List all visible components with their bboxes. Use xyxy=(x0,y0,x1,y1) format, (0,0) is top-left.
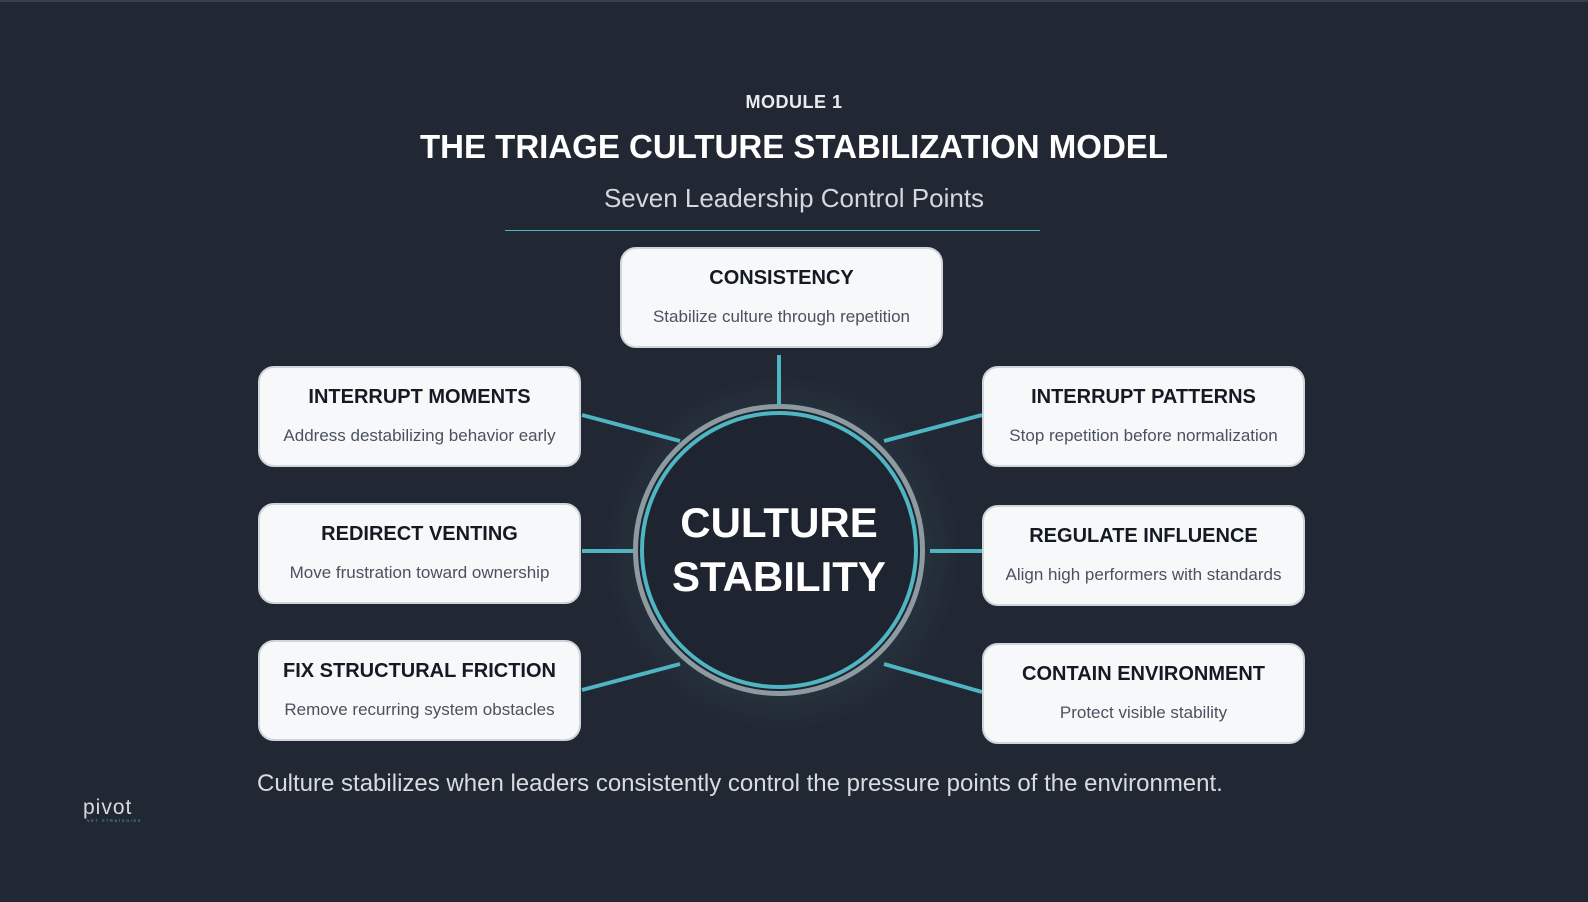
center-circle: CULTURE STABILITY xyxy=(640,411,918,689)
connector-right-upper xyxy=(883,413,983,443)
top-border xyxy=(0,0,1588,2)
card-interrupt-patterns: INTERRUPT PATTERNS Stop repetition befor… xyxy=(982,366,1305,467)
card-description: Address destabilizing behavior early xyxy=(283,426,556,445)
card-description: Move frustration toward ownership xyxy=(289,563,550,582)
center-label-line1: CULTURE xyxy=(680,499,878,546)
card-description: Stabilize culture through repetition xyxy=(652,307,911,326)
card-title: CONTAIN ENVIRONMENT xyxy=(1022,663,1265,685)
card-title: INTERRUPT MOMENTS xyxy=(308,386,531,408)
card-title: FIX STRUCTURAL FRICTION xyxy=(283,660,556,682)
connector-left-lower xyxy=(581,662,681,692)
card-interrupt-moments: INTERRUPT MOMENTS Address destabilizing … xyxy=(258,366,581,467)
card-title: REDIRECT VENTING xyxy=(321,523,518,545)
card-consistency: CONSISTENCY Stabilize culture through re… xyxy=(620,247,943,348)
footer-statement: Culture stabilizes when leaders consiste… xyxy=(257,770,1223,797)
connector-right-lower xyxy=(883,662,983,694)
card-description: Align high performers with standards xyxy=(1005,565,1282,584)
card-redirect-venting: REDIRECT VENTING Move frustration toward… xyxy=(258,503,581,604)
page-subtitle: Seven Leadership Control Points xyxy=(603,183,985,213)
center-label-line2: STABILITY xyxy=(672,553,886,600)
title-divider xyxy=(505,230,1040,231)
card-contain-environment: CONTAIN ENVIRONMENT Protect visible stab… xyxy=(982,643,1305,744)
card-title: REGULATE INFLUENCE xyxy=(1029,525,1258,547)
card-fix-structural-friction: FIX STRUCTURAL FRICTION Remove recurring… xyxy=(258,640,581,741)
page-title: THE TRIAGE CULTURE STABILIZATION MODEL xyxy=(420,128,1168,165)
card-description: Protect visible stability xyxy=(1059,703,1228,722)
logo-tagline: VET STRATEGIES xyxy=(87,818,142,823)
connector-left-upper xyxy=(581,413,681,443)
card-title: INTERRUPT PATTERNS xyxy=(1031,386,1256,408)
pivot-logo: pivot VET STRATEGIES xyxy=(83,796,142,823)
logo-wordmark: pivot xyxy=(83,796,133,819)
module-label: MODULE 1 xyxy=(745,92,843,112)
card-regulate-influence: REGULATE INFLUENCE Align high performers… xyxy=(982,505,1305,606)
card-description: Remove recurring system obstacles xyxy=(284,700,555,719)
card-description: Stop repetition before normalization xyxy=(1009,426,1278,445)
card-title: CONSISTENCY xyxy=(709,267,854,289)
